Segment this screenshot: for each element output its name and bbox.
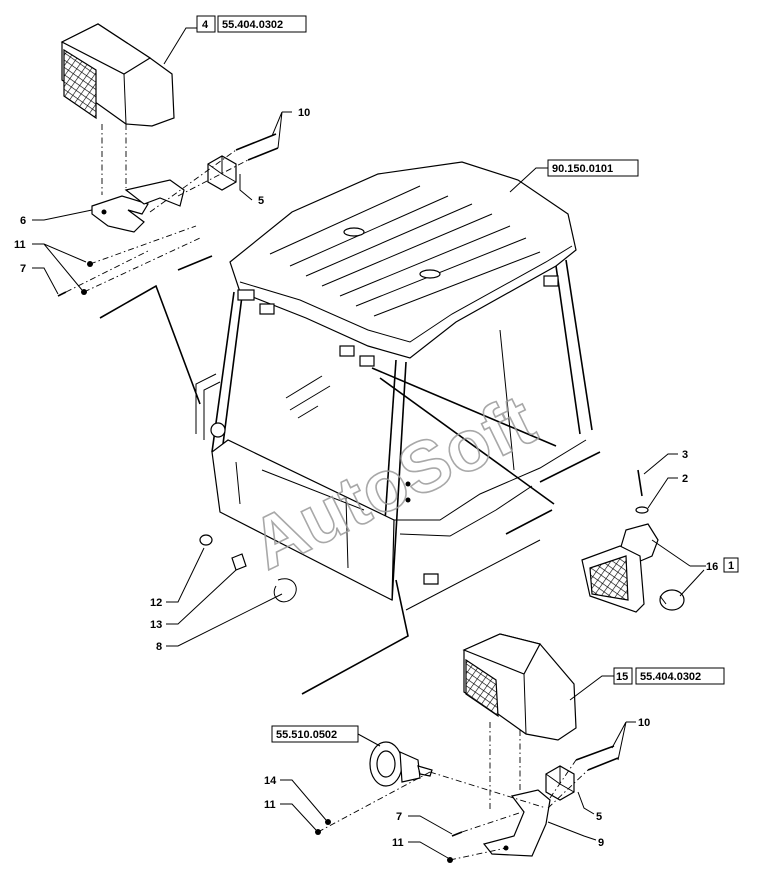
ref-15-number: 15 [616,671,628,683]
horn [369,741,433,787]
label-7-top: 7 [20,263,26,275]
bolt-top-1 [235,133,277,151]
bracket-bottom [482,789,551,857]
work-light-bottom [462,633,577,741]
label-10-top: 10 [298,107,310,119]
leaders-top-left [32,111,292,295]
label-11-bottom: 11 [392,837,404,849]
label-5-bottom: 5 [596,811,602,823]
side-light [581,469,685,613]
ref-4-code: 55.404.0302 [222,19,283,31]
work-light-top [60,23,175,127]
ref-15-code-box [635,667,725,685]
label-12: 12 [150,597,162,609]
label-11-top: 11 [14,239,26,251]
label-13: 13 [150,619,162,631]
label-10-bottom: 10 [638,717,650,729]
bolt-bottom-1 [575,745,615,761]
cab-assembly [195,161,593,611]
ref-4-box [196,15,216,33]
cab-ref-code: 90.150.0101 [552,163,613,175]
horn-ref-code: 55.510.0502 [276,729,337,741]
bolt-top-2 [247,147,279,161]
ref-4-group: 4 55.404.0302 [163,15,307,65]
ref-16-box-text: 1 [728,560,734,572]
ref-4-code-box [217,15,307,33]
ref-16-box [723,557,739,573]
ref-15-code: 55.404.0302 [640,671,701,683]
label-16: 16 [706,561,718,573]
label-8: 8 [156,641,162,653]
label-9: 9 [598,837,604,849]
label-3: 3 [682,449,688,461]
bolt-3 [637,469,643,497]
bolt-bottom-2 [587,757,619,771]
leaders-bottom [280,721,636,859]
label-11-mid: 11 [264,799,276,811]
bracket-top [91,179,185,233]
label-5-top: 5 [258,195,264,207]
ref-4-number: 4 [202,19,209,31]
label-6: 6 [20,215,26,227]
label-7-bottom: 7 [396,811,402,823]
label-2: 2 [682,473,688,485]
label-14: 14 [264,775,277,787]
small-parts [199,534,297,603]
